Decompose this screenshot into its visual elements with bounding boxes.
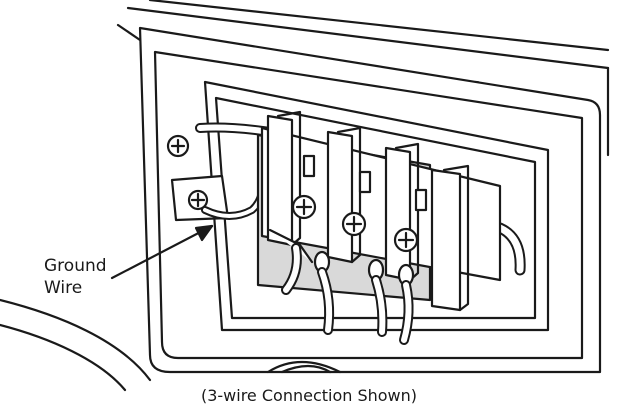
terminal-post-1	[266, 110, 302, 247]
ground-bracket	[170, 174, 230, 222]
terminal-screw-1	[291, 194, 317, 220]
ground-wire-label-line2: Wire	[44, 278, 83, 298]
wire-lead-1	[268, 228, 314, 295]
ground-wire-label-line1: Ground	[44, 256, 107, 276]
terminal-screw-3	[393, 227, 419, 253]
appliance-housing	[0, 0, 610, 392]
ground-wire-label: Ground Wire	[44, 255, 107, 299]
wire-lead-3	[367, 258, 388, 337]
power-cord-top	[195, 122, 275, 137]
ground-wire-leader-arrow	[110, 224, 214, 280]
figure-caption: (3-wire Connection Shown)	[200, 386, 418, 405]
wire-lead-4	[397, 263, 415, 345]
terminal-post-4	[430, 164, 470, 312]
terminal-screw-2	[341, 211, 367, 237]
cable-bundle	[266, 361, 342, 374]
mounting-screw-left	[166, 134, 190, 158]
wire-lead-2	[313, 250, 335, 335]
terminal-slots	[302, 154, 428, 212]
power-cord-right	[494, 222, 526, 276]
